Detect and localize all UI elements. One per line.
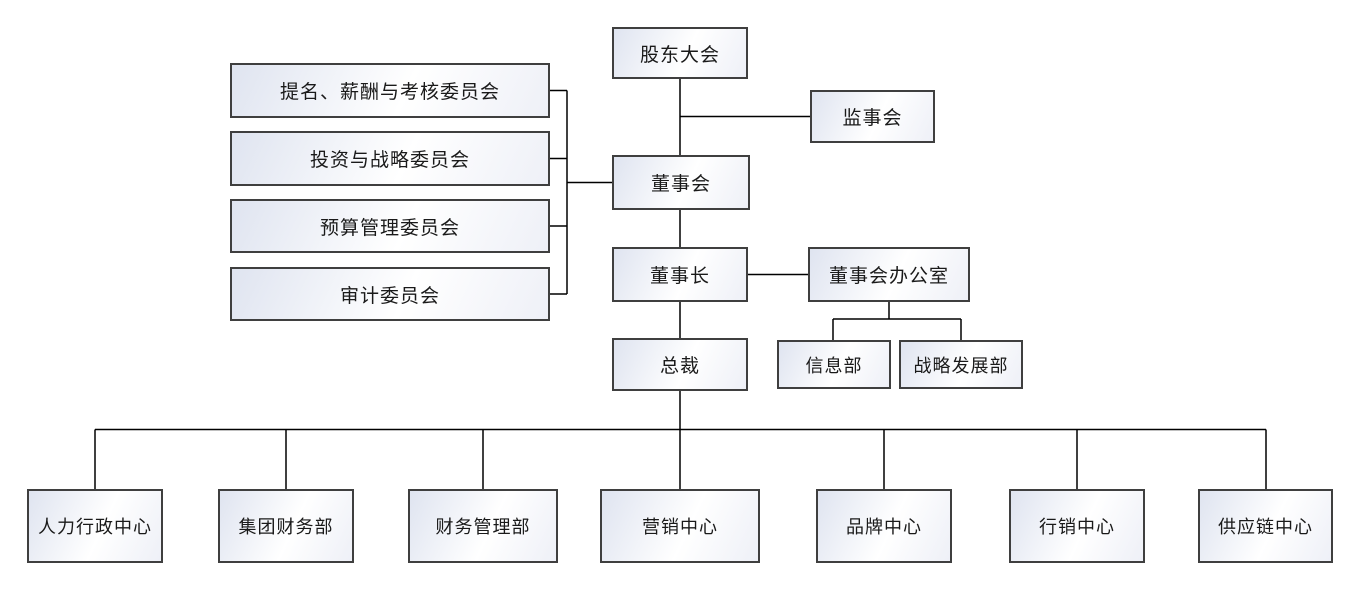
- org-node-supervisory-board: 监事会: [810, 90, 935, 143]
- org-node-supply-chain-center: 供应链中心: [1198, 489, 1333, 563]
- org-node-marketing-center: 营销中心: [600, 489, 760, 563]
- org-node-group-finance-dept: 集团财务部: [218, 489, 354, 563]
- org-node-sales-center: 行销中心: [1009, 489, 1145, 563]
- org-node-budget-management-committee: 预算管理委员会: [230, 199, 550, 253]
- org-node-chairman: 董事长: [612, 247, 748, 302]
- org-node-hr-admin-center: 人力行政中心: [27, 489, 163, 563]
- org-node-board-office: 董事会办公室: [808, 247, 970, 302]
- org-node-shareholders-meeting: 股东大会: [612, 27, 748, 79]
- org-node-finance-management-dept: 财务管理部: [408, 489, 558, 563]
- org-node-board-of-directors: 董事会: [612, 155, 750, 210]
- org-node-strategy-development-dept: 战略发展部: [899, 340, 1023, 389]
- org-node-president: 总裁: [612, 338, 748, 391]
- org-node-information-dept: 信息部: [777, 340, 891, 389]
- org-node-audit-committee: 审计委员会: [230, 267, 550, 321]
- org-node-nomination-remuneration-assessment-committee: 提名、薪酬与考核委员会: [230, 63, 550, 118]
- org-node-investment-strategy-committee: 投资与战略委员会: [230, 131, 550, 186]
- org-node-brand-center: 品牌中心: [816, 489, 952, 563]
